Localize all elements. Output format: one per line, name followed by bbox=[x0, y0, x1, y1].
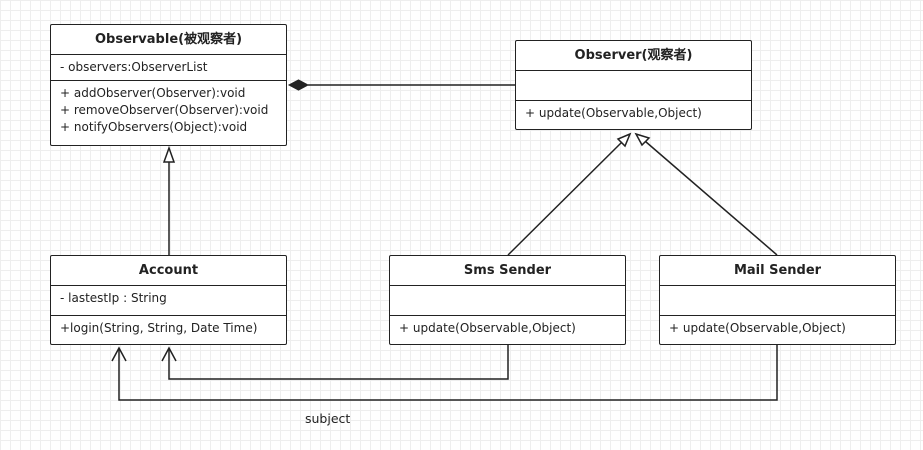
class-operations: + update(Observable,Object) bbox=[660, 316, 895, 341]
operation: + update(Observable,Object) bbox=[669, 321, 846, 335]
class-name: Sms Sender bbox=[390, 256, 625, 286]
composition-diamond bbox=[287, 79, 310, 91]
class-attributes bbox=[660, 286, 895, 316]
class-attributes: - lastestIp : String bbox=[51, 286, 286, 316]
operation: + update(Observable,Object) bbox=[399, 321, 576, 335]
class-account[interactable]: Account - lastestIp : String +login(Stri… bbox=[50, 255, 287, 345]
class-name: Observable(被观察者) bbox=[51, 25, 286, 55]
open-arrowhead bbox=[161, 346, 177, 362]
attribute: - observers:ObserverList bbox=[60, 60, 208, 74]
class-attributes bbox=[516, 71, 751, 101]
inheritance-arrowhead bbox=[634, 132, 651, 147]
class-name: Observer(观察者) bbox=[516, 41, 751, 71]
class-operations: +login(String, String, Date Time) bbox=[51, 316, 286, 341]
class-observer[interactable]: Observer(观察者) + update(Observable,Object… bbox=[515, 40, 752, 130]
open-arrowhead bbox=[111, 346, 127, 362]
account-inheritance-connector[interactable] bbox=[162, 145, 176, 255]
class-operations: + update(Observable,Object) bbox=[390, 316, 625, 341]
subject-label: subject bbox=[305, 411, 351, 426]
mail-sender-association-connector[interactable] bbox=[111, 345, 778, 401]
class-sms-sender[interactable]: Sms Sender + update(Observable,Object) bbox=[389, 255, 626, 345]
operation: + notifyObservers(Object):void bbox=[60, 120, 248, 134]
attribute: - lastestIp : String bbox=[60, 291, 167, 305]
sms-sender-inheritance-connector[interactable] bbox=[507, 132, 632, 256]
sms-sender-association-connector[interactable] bbox=[161, 345, 509, 380]
composition-connector[interactable] bbox=[287, 79, 515, 91]
operation: + update(Observable,Object) bbox=[525, 106, 702, 120]
mail-sender-inheritance-connector[interactable] bbox=[634, 132, 778, 256]
inheritance-arrowhead bbox=[162, 145, 176, 163]
class-attributes bbox=[390, 286, 625, 316]
class-name: Mail Sender bbox=[660, 256, 895, 286]
class-observable[interactable]: Observable(被观察者) - observers:ObserverLis… bbox=[50, 24, 287, 146]
class-mail-sender[interactable]: Mail Sender + update(Observable,Object) bbox=[659, 255, 896, 345]
inheritance-arrowhead bbox=[616, 132, 632, 148]
class-name: Account bbox=[51, 256, 286, 286]
class-operations: + update(Observable,Object) bbox=[516, 101, 751, 126]
class-operations: + addObserver(Observer):void + removeObs… bbox=[51, 81, 286, 140]
operation: + removeObserver(Observer):void bbox=[60, 103, 269, 117]
operation: + addObserver(Observer):void bbox=[60, 86, 246, 100]
operation: +login(String, String, Date Time) bbox=[60, 321, 258, 335]
class-attributes: - observers:ObserverList bbox=[51, 55, 286, 81]
